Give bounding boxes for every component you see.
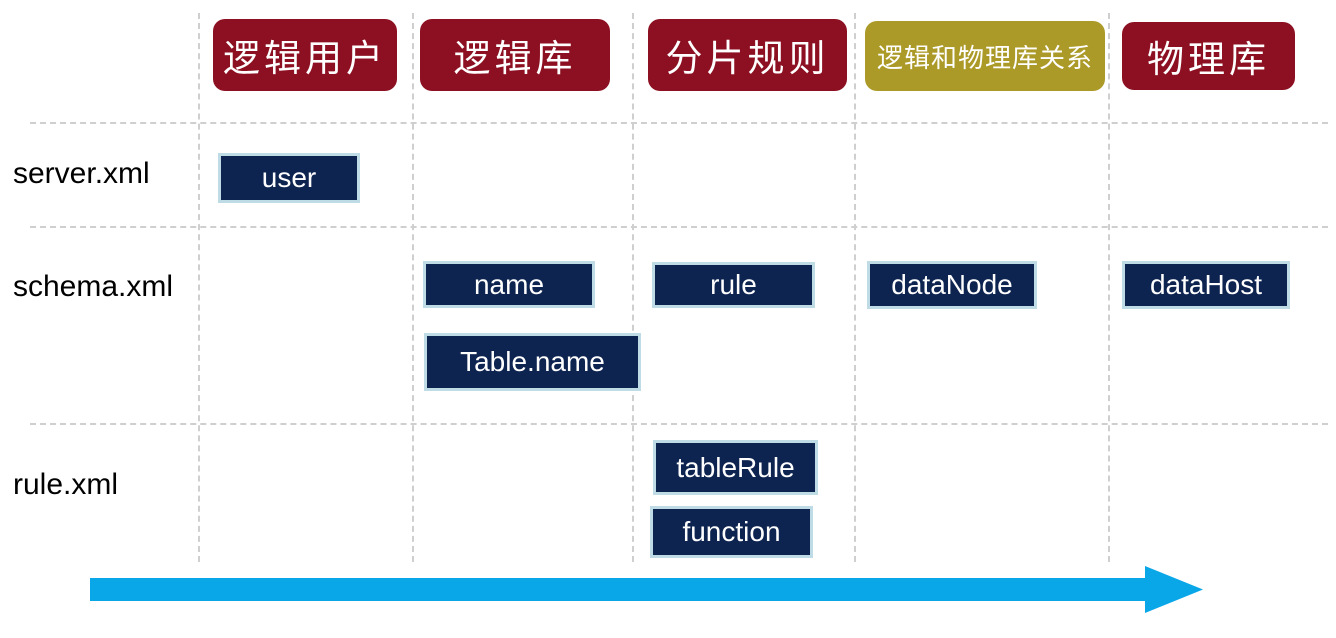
cell-datanode: dataNode [867, 261, 1037, 309]
column-header-physical-db: 物理库 [1122, 22, 1295, 90]
grid-line-vertical [854, 13, 856, 562]
flow-arrow-shape [90, 566, 1203, 613]
cell-function: function [650, 506, 813, 558]
flow-arrow [90, 566, 1203, 613]
column-header-logical-db: 逻辑库 [420, 19, 610, 91]
cell-user: user [218, 153, 360, 203]
column-header-logical-physical-relation: 逻辑和物理库关系 [865, 21, 1105, 91]
grid-line-horizontal [30, 226, 1328, 228]
row-label-rule-xml: rule.xml [13, 468, 119, 501]
row-label-server-xml: server.xml [13, 157, 150, 190]
row-label-schema-xml: schema.xml [13, 270, 174, 303]
grid-line-vertical [1108, 13, 1110, 562]
grid-line-vertical [632, 13, 634, 562]
column-header-logical-user: 逻辑用户 [213, 19, 397, 91]
cell-tablerule: tableRule [653, 440, 818, 495]
cell-rule: rule [652, 262, 815, 308]
grid-line-vertical [198, 13, 200, 562]
cell-name: name [423, 261, 595, 308]
column-header-sharding-rule: 分片规则 [648, 19, 847, 91]
grid-line-vertical [412, 13, 414, 562]
cell-table-name: Table.name [424, 333, 641, 391]
grid-line-horizontal [30, 423, 1328, 425]
grid-line-horizontal [30, 122, 1328, 124]
cell-datahost: dataHost [1122, 261, 1290, 309]
